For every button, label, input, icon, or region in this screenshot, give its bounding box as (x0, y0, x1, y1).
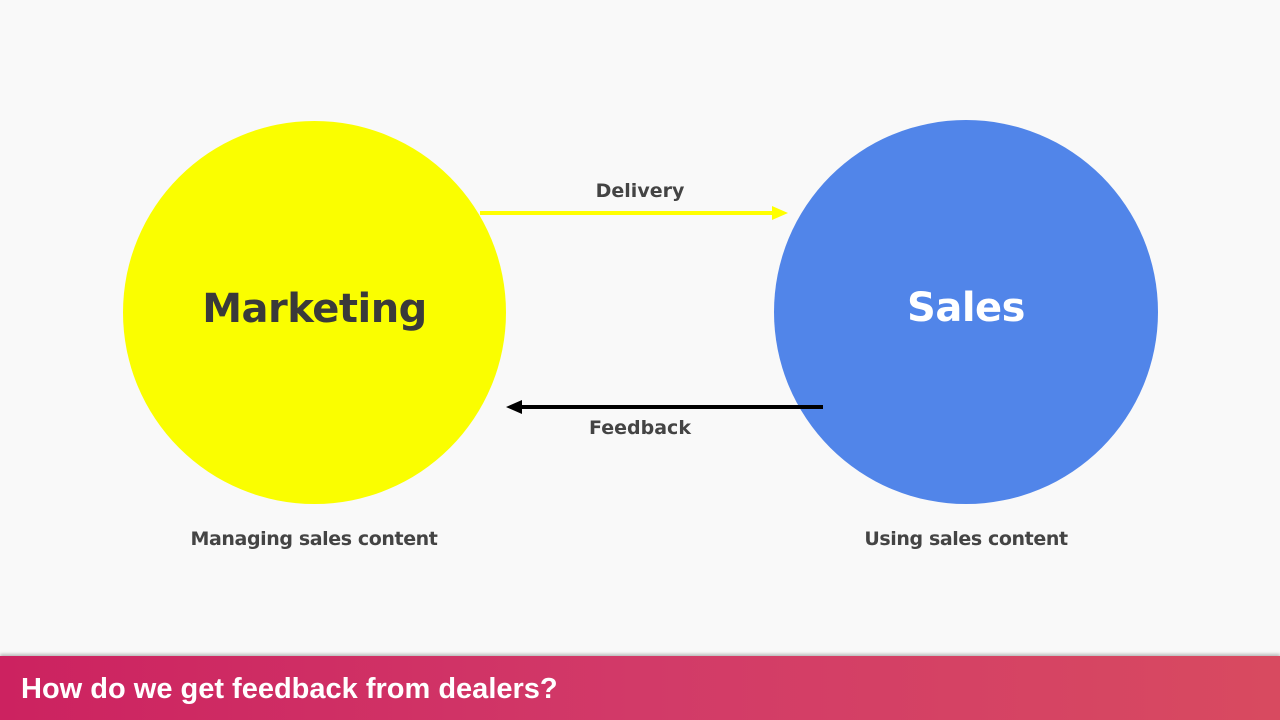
sales-node: Sales (774, 120, 1158, 504)
delivery-label: Delivery (595, 180, 685, 202)
question-banner: How do we get feedback from dealers? (0, 656, 1280, 720)
banner-title: How do we get feedback from dealers? (21, 672, 558, 705)
marketing-node: Marketing (123, 121, 506, 504)
delivery-arrow-icon (480, 206, 788, 220)
feedback-arrow-icon (506, 400, 823, 414)
sales-node-label: Sales (907, 285, 1025, 331)
sales-caption: Using sales content (864, 528, 1068, 550)
marketing-node-label: Marketing (202, 285, 427, 332)
feedback-label: Feedback (589, 417, 691, 439)
marketing-caption: Managing sales content (190, 528, 438, 550)
